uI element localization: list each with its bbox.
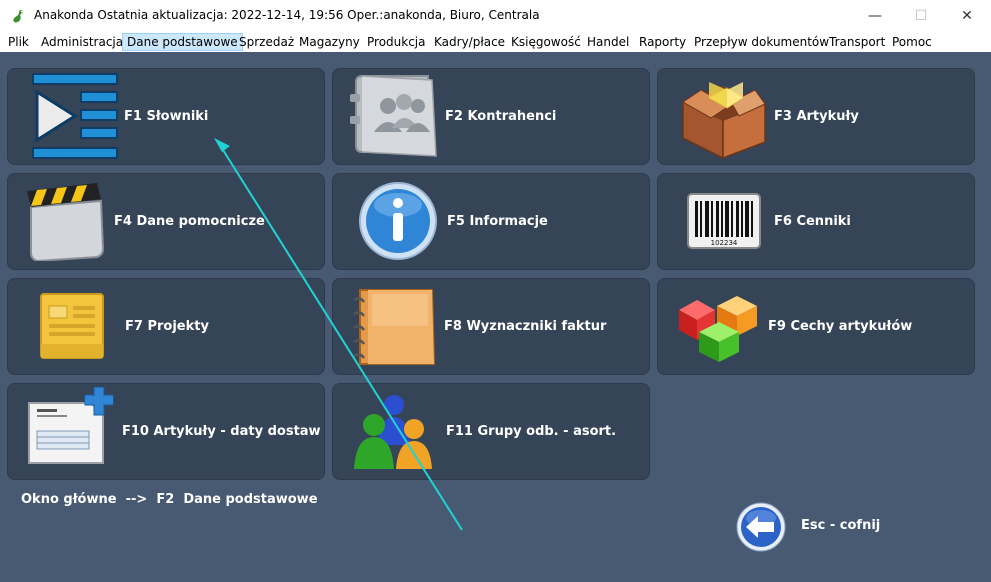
tile-projekty[interactable]: F7 Projekty [7,278,325,375]
tile-label: F3 Artykuły [774,109,859,124]
tile-label: F4 Dane pomocnicze [114,214,265,229]
info-icon [359,182,437,260]
tile-dane-pomocnicze[interactable]: F4 Dane pomocnicze [7,173,325,270]
barcode-number: 102234 [711,239,738,247]
notebook-icon [353,289,436,365]
menu-administracja[interactable]: Administracja [41,35,124,49]
sticky-note-icon [40,293,104,359]
menu-transport[interactable]: Transport [829,35,886,49]
user-group-icon [354,395,432,469]
esc-back-label[interactable]: Esc - cofnij [801,518,881,533]
menu-kadry-place[interactable]: Kadry/płace [434,35,506,49]
tile-label: F5 Informacje [447,214,548,229]
tile-artykuly-daty-dostaw[interactable]: F10 Artykuły - daty dostaw [7,383,325,480]
menu-ksiegowosc[interactable]: Księgowość [511,35,581,49]
tile-slowniki[interactable]: F1 Słowniki [7,68,325,165]
tile-grupy-odbiorcow[interactable]: F11 Grupy odb. - asort. [332,383,650,480]
menu-dane-podstawowe[interactable]: Dane podstawowe [122,33,243,51]
barcode-icon: 102234 [687,193,761,249]
main-panel: F1 Słowniki F2 Kontrahenci [0,52,991,582]
tile-label: F6 Cenniki [774,214,851,229]
close-button[interactable]: ✕ [961,8,973,24]
tile-label: F7 Projekty [125,319,209,334]
tile-cenniki[interactable]: 102234 F6 Cenniki [657,173,975,270]
menu-raporty[interactable]: Raporty [639,35,687,49]
document-add-icon [28,387,114,464]
maximize-button[interactable]: ☐ [914,8,928,24]
menu-sprzedaz[interactable]: Sprzedaż [239,35,295,49]
address-book-icon [350,75,437,157]
back-arrow-icon[interactable] [736,502,786,552]
menu-plik[interactable]: Plik [8,35,29,49]
menu-magazyny[interactable]: Magazyny [299,35,360,49]
tile-label: F2 Kontrahenci [445,109,557,124]
tile-cechy-artykulow[interactable]: F9 Cechy artykułów [657,278,975,375]
list-play-icon [32,73,118,159]
cubes-icon [679,296,757,362]
title-bar: Anakonda Ostatnia aktualizacja: 2022-12-… [0,0,991,32]
tile-wyznaczniki-faktur[interactable]: F8 Wyznaczniki faktur [332,278,650,375]
breadcrumb-status: Okno główne --> F2 Dane podstawowe [21,492,318,507]
tile-artykuly[interactable]: F3 Artykuły [657,68,975,165]
anakonda-app-icon [13,10,23,23]
open-box-icon [682,82,766,160]
menu-pomoc[interactable]: Pomoc [892,35,932,49]
tile-label: F1 Słowniki [124,109,209,124]
window-title: Anakonda Ostatnia aktualizacja: 2022-12-… [34,8,540,22]
tile-label: F11 Grupy odb. - asort. [446,424,617,439]
tile-informacje[interactable]: F5 Informacje [332,173,650,270]
menu-bar: Plik Administracja Dane podstawowe Sprze… [0,32,991,52]
menu-handel[interactable]: Handel [587,35,630,49]
menu-przeplyw-dokumentow[interactable]: Przepływ dokumentów [694,35,830,49]
clapperboard-icon [27,183,105,261]
tile-label: F10 Artykuły - daty dostaw [122,424,321,439]
tile-label: F9 Cechy artykułów [768,319,913,334]
tile-kontrahenci[interactable]: F2 Kontrahenci [332,68,650,165]
menu-produkcja[interactable]: Produkcja [367,35,426,49]
tile-label: F8 Wyznaczniki faktur [444,319,607,334]
minimize-button[interactable]: — [868,8,882,24]
